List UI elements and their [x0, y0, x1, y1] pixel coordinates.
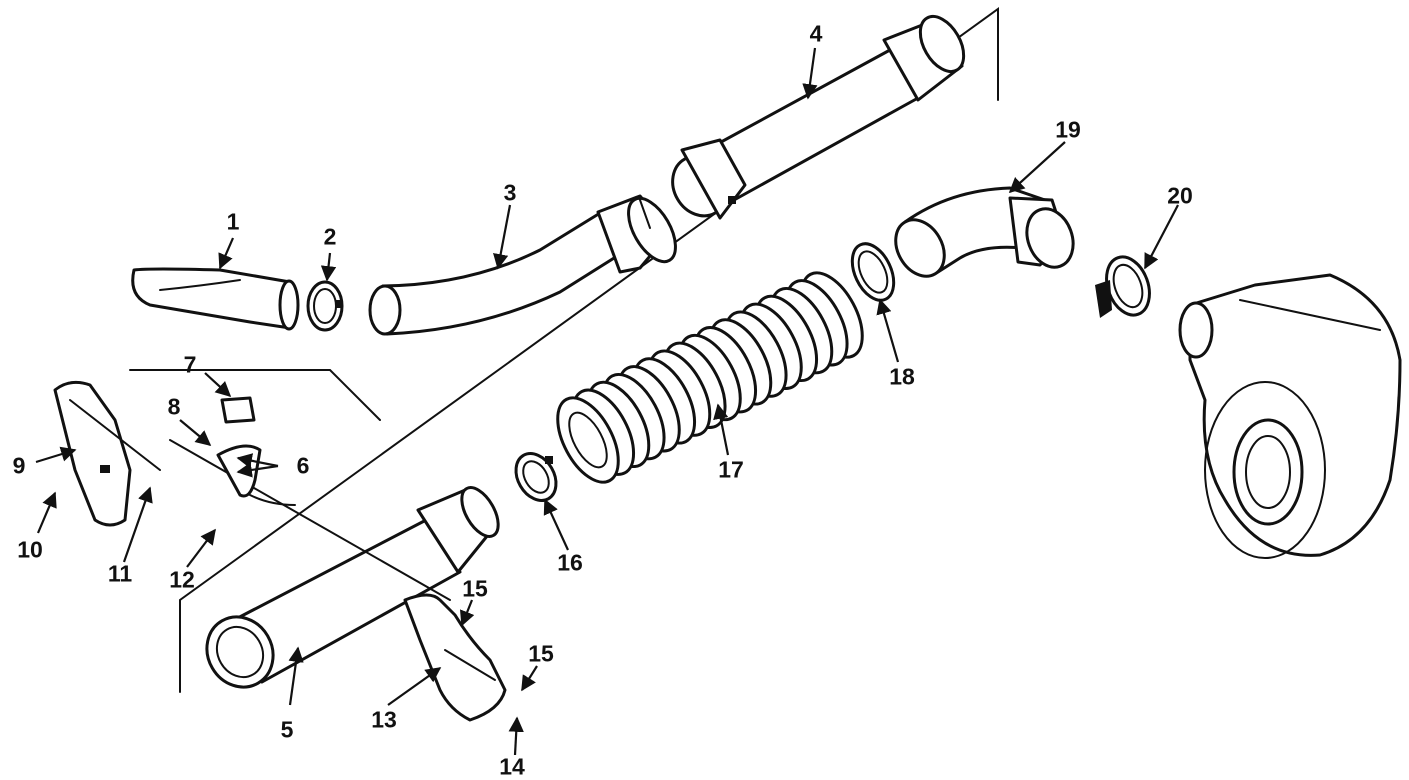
part-1-nozzle — [131, 267, 300, 331]
part-2-clamp — [306, 280, 344, 332]
callout-15-upper: 15 — [462, 575, 488, 602]
hose-rib — [556, 396, 620, 484]
callout-4: 4 — [809, 20, 823, 47]
callout-6: 6 — [296, 452, 310, 479]
part-16-clamp — [514, 452, 558, 502]
callout-12: 12 — [169, 566, 195, 593]
part-4-straight-tube — [671, 15, 966, 220]
callout-10: 10 — [17, 536, 43, 563]
callout-15-lower: 15 — [528, 640, 554, 667]
part-20-clamp — [1095, 255, 1151, 318]
callout-11: 11 — [107, 560, 133, 587]
callout-14: 14 — [499, 753, 525, 780]
callout-18: 18 — [889, 363, 915, 390]
part-3-curved-tube — [368, 194, 677, 336]
hose-opening — [568, 411, 608, 469]
part-17-corrugated-hose — [556, 271, 864, 484]
callout-13: 13 — [371, 706, 397, 733]
blower-housing — [1178, 273, 1402, 559]
callout-1: 1 — [226, 208, 240, 235]
callout-7: 7 — [183, 351, 197, 378]
leader-lines — [35, 47, 1179, 756]
part-19-elbow — [894, 186, 1075, 278]
callout-20: 20 — [1167, 182, 1193, 209]
part-18-ring — [850, 242, 896, 302]
callout-16: 16 — [557, 549, 583, 576]
callout-5: 5 — [280, 716, 294, 743]
callout-2: 2 — [323, 223, 337, 250]
part-13-lower-handle — [403, 593, 507, 722]
callout-9: 9 — [12, 452, 26, 479]
callout-19: 19 — [1055, 116, 1081, 143]
callout-3: 3 — [503, 179, 517, 206]
callout-17: 17 — [718, 456, 744, 483]
assembly-frame-line — [179, 7, 999, 693]
part-5-lower-tube — [205, 486, 500, 689]
callout-8: 8 — [167, 393, 181, 420]
